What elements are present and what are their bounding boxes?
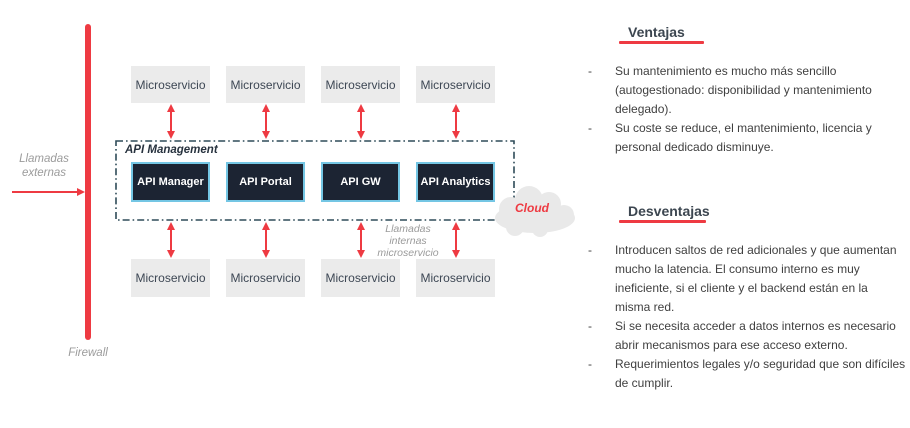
double-arrow-icon <box>356 104 365 139</box>
cloud-label: Cloud <box>515 201 549 215</box>
microservice-box: Microservicio <box>321 66 400 103</box>
api-management-container: API Management API Manager API Portal AP… <box>115 140 515 221</box>
microservice-label: Microservicio <box>325 271 396 285</box>
microservice-label: Microservicio <box>420 271 491 285</box>
disadvantages-underline <box>619 220 706 223</box>
advantages-list: - Su mantenimiento es mucho más sencillo… <box>588 62 906 157</box>
double-arrow-icon <box>261 104 270 139</box>
api-component-box: API Analytics <box>416 162 495 202</box>
api-component-label: API Manager <box>137 176 204 188</box>
double-arrow-icon <box>451 222 460 258</box>
microservice-box: Microservicio <box>416 66 495 103</box>
api-component-box: API GW <box>321 162 400 202</box>
microservice-box: Microservicio <box>416 259 495 297</box>
api-component-label: API Portal <box>239 176 292 188</box>
firewall-label: Firewall <box>68 347 108 359</box>
api-component-label: API GW <box>340 176 381 188</box>
microservice-label: Microservicio <box>135 271 206 285</box>
list-item: - Requerimientos legales y/o seguridad q… <box>588 355 906 393</box>
microservice-label: Microservicio <box>230 77 301 92</box>
list-item-text: Introducen saltos de red adicionales y q… <box>615 243 897 314</box>
bullet-dash-icon: - <box>588 64 592 78</box>
list-item-text: Su coste se reduce, el mantenimiento, li… <box>615 121 872 154</box>
bullet-dash-icon: - <box>588 319 592 333</box>
external-calls-label: Llamadas externas <box>19 153 69 179</box>
top-arrows <box>131 104 495 139</box>
microservice-box: Microservicio <box>131 66 210 103</box>
bullet-dash-icon: - <box>588 243 592 257</box>
advantages-title: Ventajas <box>628 24 685 40</box>
list-item-text: Su mantenimiento es mucho más sencillo (… <box>615 64 872 116</box>
advantages-underline <box>619 41 704 44</box>
microservice-box: Microservicio <box>226 259 305 297</box>
double-arrow-icon <box>166 104 175 139</box>
api-component-label: API Analytics <box>420 176 491 188</box>
top-microservice-row: Microservicio Microservicio Microservici… <box>131 66 495 103</box>
list-item: - Su mantenimiento es mucho más sencillo… <box>588 62 906 119</box>
external-calls-arrow-icon <box>12 187 85 197</box>
cloud-shape: Cloud <box>492 184 578 238</box>
disadvantages-list: - Introducen saltos de red adicionales y… <box>588 241 906 393</box>
microservice-label: Microservicio <box>325 77 396 92</box>
firewall-bar <box>85 24 91 340</box>
microservice-box: Microservicio <box>226 66 305 103</box>
microservice-box: Microservicio <box>321 259 400 297</box>
api-component-box: API Portal <box>226 162 305 202</box>
cloud-icon <box>495 186 575 237</box>
api-component-row: API Manager API Portal API GW API Analyt… <box>131 162 495 202</box>
list-item: - Introducen saltos de red adicionales y… <box>588 241 906 317</box>
list-item-text: Si se necesita acceder a datos internos … <box>615 319 896 352</box>
microservice-box: Microservicio <box>131 259 210 297</box>
list-item-text: Requerimientos legales y/o seguridad que… <box>615 357 906 390</box>
double-arrow-icon <box>356 222 365 258</box>
microservice-label: Microservicio <box>135 77 206 92</box>
double-arrow-icon <box>261 222 270 258</box>
bottom-arrows <box>131 222 495 258</box>
list-item: - Su coste se reduce, el mantenimiento, … <box>588 119 906 157</box>
bottom-microservice-row: Microservicio Microservicio Microservici… <box>131 259 495 297</box>
disadvantages-title: Desventajas <box>628 203 710 219</box>
double-arrow-icon <box>166 222 175 258</box>
api-component-box: API Manager <box>131 162 210 202</box>
api-management-label: API Management <box>125 144 218 156</box>
double-arrow-icon <box>451 104 460 139</box>
microservice-label: Microservicio <box>420 77 491 92</box>
bullet-dash-icon: - <box>588 121 592 135</box>
list-item: - Si se necesita acceder a datos interno… <box>588 317 906 355</box>
internal-calls-label: Llamadas internas microservicio <box>377 223 439 259</box>
microservice-label: Microservicio <box>230 271 301 285</box>
bullet-dash-icon: - <box>588 357 592 371</box>
dashed-border <box>115 140 515 221</box>
